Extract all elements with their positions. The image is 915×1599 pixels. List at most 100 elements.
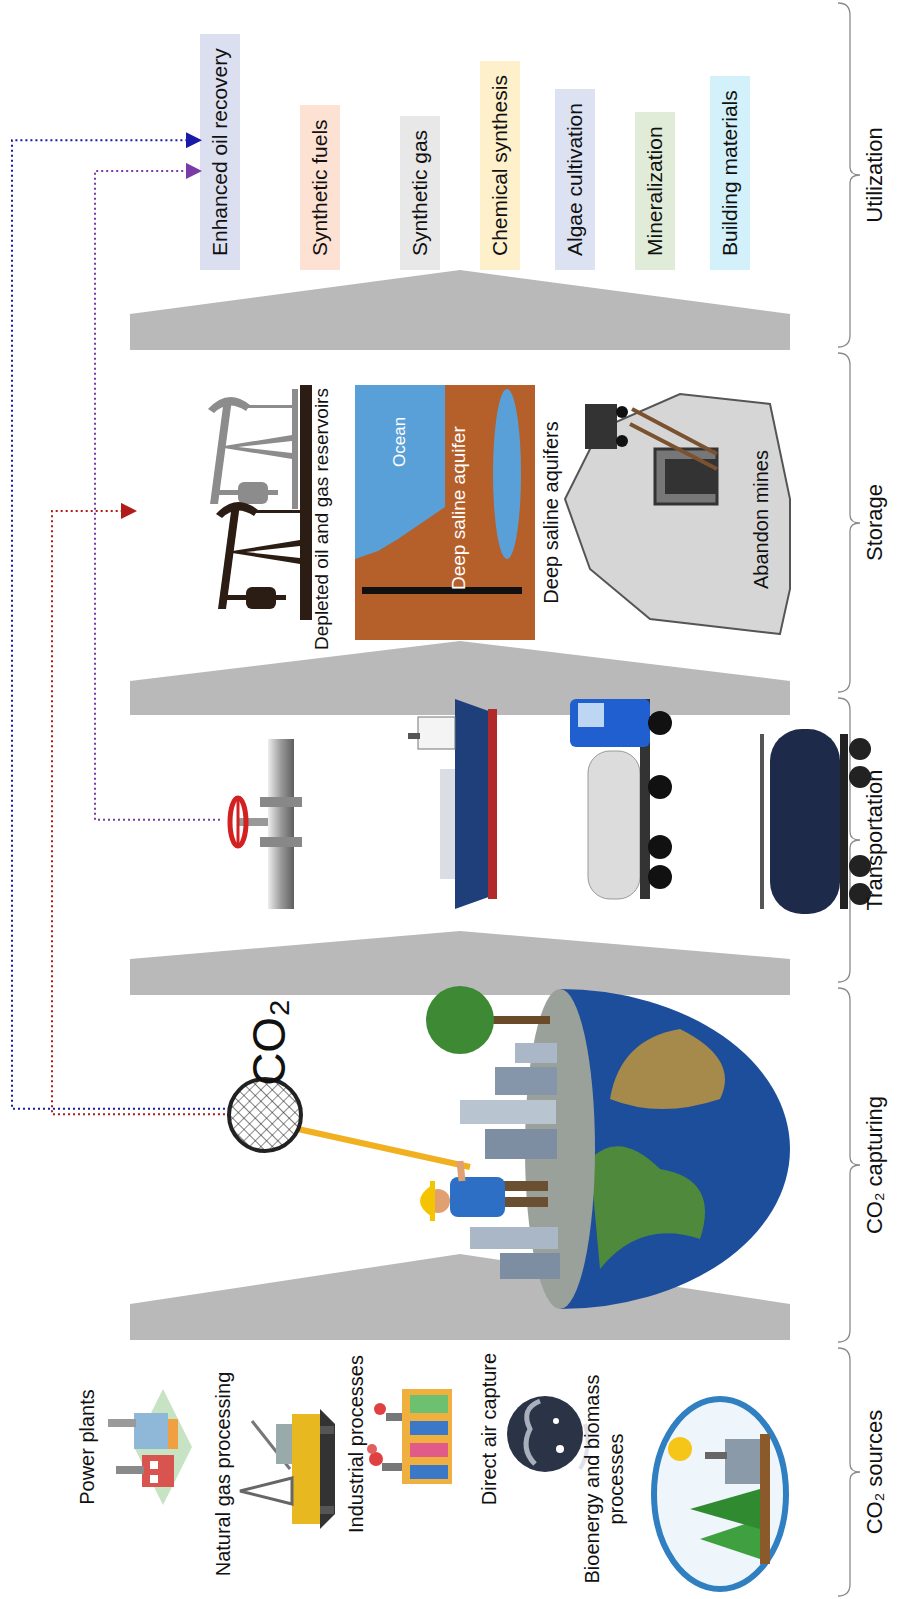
power-plant-icon <box>116 1466 144 1474</box>
truck-icon <box>588 751 640 899</box>
stage-item: OceanDeep saline aquiferDeep saline aqui… <box>350 380 560 645</box>
section-heading: CO₂ capturing <box>862 985 887 1345</box>
worker-with-net <box>450 1177 505 1217</box>
item-label: CO₂ <box>243 999 296 1086</box>
earth-hemisphere <box>500 1253 560 1279</box>
utilization-label: Mineralization <box>635 126 675 256</box>
industry-icon <box>410 1395 448 1413</box>
utilization-box: Enhanced oil recovery <box>200 34 240 270</box>
utilization-label: Building materials <box>710 90 750 256</box>
worker-with-net <box>430 1181 435 1221</box>
item-label: Natural gas processing <box>212 1354 235 1594</box>
section-bracket <box>838 353 860 692</box>
item-label: Deep saline aquifer <box>448 426 470 590</box>
ship-icon <box>418 717 455 749</box>
mine-icon <box>632 409 717 454</box>
earth-hemisphere <box>426 986 494 1054</box>
power-plant-icon <box>150 1461 158 1469</box>
worker-with-net <box>460 1161 462 1181</box>
rail-tank-car-icon <box>760 729 871 914</box>
flow-connector <box>95 171 220 820</box>
stage-item: Direct air capture <box>478 1349 593 1509</box>
industry-icon <box>410 1465 448 1479</box>
truck-icon <box>570 699 650 747</box>
earth-hemisphere <box>590 1146 705 1269</box>
mine-icon <box>565 394 790 634</box>
utilization-box: Synthetic fuels <box>300 105 340 270</box>
earth-hemisphere <box>485 1129 557 1159</box>
power-plant-icon <box>168 1419 178 1449</box>
stage-item: Abandon mines <box>555 344 785 644</box>
stage-item: Depleted oil and gas reservoirs <box>135 384 335 654</box>
utilization-box: Synthetic gas <box>400 116 440 270</box>
earth-hemisphere <box>515 1043 557 1063</box>
utilization-label: Synthetic gas <box>400 130 440 256</box>
ship-icon <box>455 699 497 909</box>
section-bracket <box>838 988 860 1342</box>
industry-icon <box>367 1389 452 1484</box>
aquifer-section <box>362 587 522 594</box>
industry-icon <box>410 1443 448 1457</box>
power-plant-icon <box>108 1389 192 1505</box>
section-bracket <box>838 3 860 347</box>
industry-icon <box>369 1452 383 1466</box>
stage-item: Natural gas processing <box>212 1354 337 1594</box>
stage-item: Bioenergy and biomass processes <box>580 1359 795 1599</box>
air-capture-icon <box>553 1418 559 1424</box>
truck-icon <box>578 703 604 727</box>
industry-icon <box>402 1389 452 1484</box>
gas-platform-icon <box>320 1409 335 1529</box>
gas-platform-icon <box>276 1424 292 1464</box>
pump-jacks <box>208 389 298 509</box>
utilization-box: Mineralization <box>635 112 675 270</box>
ship-icon <box>488 709 497 899</box>
worker-with-net <box>500 1181 548 1191</box>
item-label: Power plants <box>76 1347 99 1547</box>
pipeline-icon <box>238 818 268 826</box>
aquifer-section <box>355 385 535 640</box>
truck-icon <box>648 865 672 889</box>
pipeline-icon <box>260 797 302 807</box>
aquifer-section <box>355 385 445 559</box>
rail-tank-car-icon <box>840 734 848 909</box>
section-bracket <box>838 1348 860 1596</box>
section-bracket <box>838 3 860 1596</box>
flow-connector <box>52 511 225 1114</box>
bioenergy-icon <box>654 1399 786 1589</box>
pump-jacks <box>300 385 312 620</box>
stage-group: CO₂ sourcesPower plantsNatural gas proce… <box>0 1345 915 1599</box>
item-label: Direct air capture <box>478 1349 501 1509</box>
pipeline-icon <box>260 837 302 847</box>
funnel-arrow <box>130 270 790 350</box>
rail-tank-car-icon <box>770 729 840 914</box>
air-capture-icon <box>526 1401 540 1464</box>
stage-group: Utilization Enhanced oil recovery Syntheti… <box>0 0 915 350</box>
air-capture-icon <box>507 1396 583 1472</box>
bioenergy-icon <box>690 1489 760 1529</box>
industry-icon <box>382 1463 402 1471</box>
stage-group: Storage Depleted oil and gas reservoirsOc… <box>0 350 915 695</box>
item-label: Abandon mines <box>750 450 773 589</box>
mine-icon <box>655 449 717 504</box>
pipeline-icon <box>230 739 302 909</box>
bioenergy-icon <box>705 1452 727 1459</box>
aquifer-section <box>493 389 521 559</box>
section-heading: Transportation <box>862 695 887 985</box>
power-plant-icon <box>150 1475 158 1483</box>
section-heading: Storage <box>862 350 887 695</box>
ship-icon <box>440 769 455 879</box>
truck-icon <box>648 711 672 735</box>
worker-with-net <box>229 1079 301 1151</box>
industry-icon <box>410 1421 448 1435</box>
stage-item: Industrial processes <box>345 1349 460 1539</box>
item-label: Industrial processes <box>345 1349 368 1539</box>
funnel-arrow <box>130 931 790 995</box>
section-heading: Utilization <box>862 0 887 350</box>
utilization-label: Synthetic fuels <box>300 119 340 256</box>
power-plant-icon <box>134 1413 168 1449</box>
earth-hemisphere <box>460 1100 556 1124</box>
mine-icon <box>585 404 617 449</box>
bioenergy-icon <box>760 1434 770 1564</box>
